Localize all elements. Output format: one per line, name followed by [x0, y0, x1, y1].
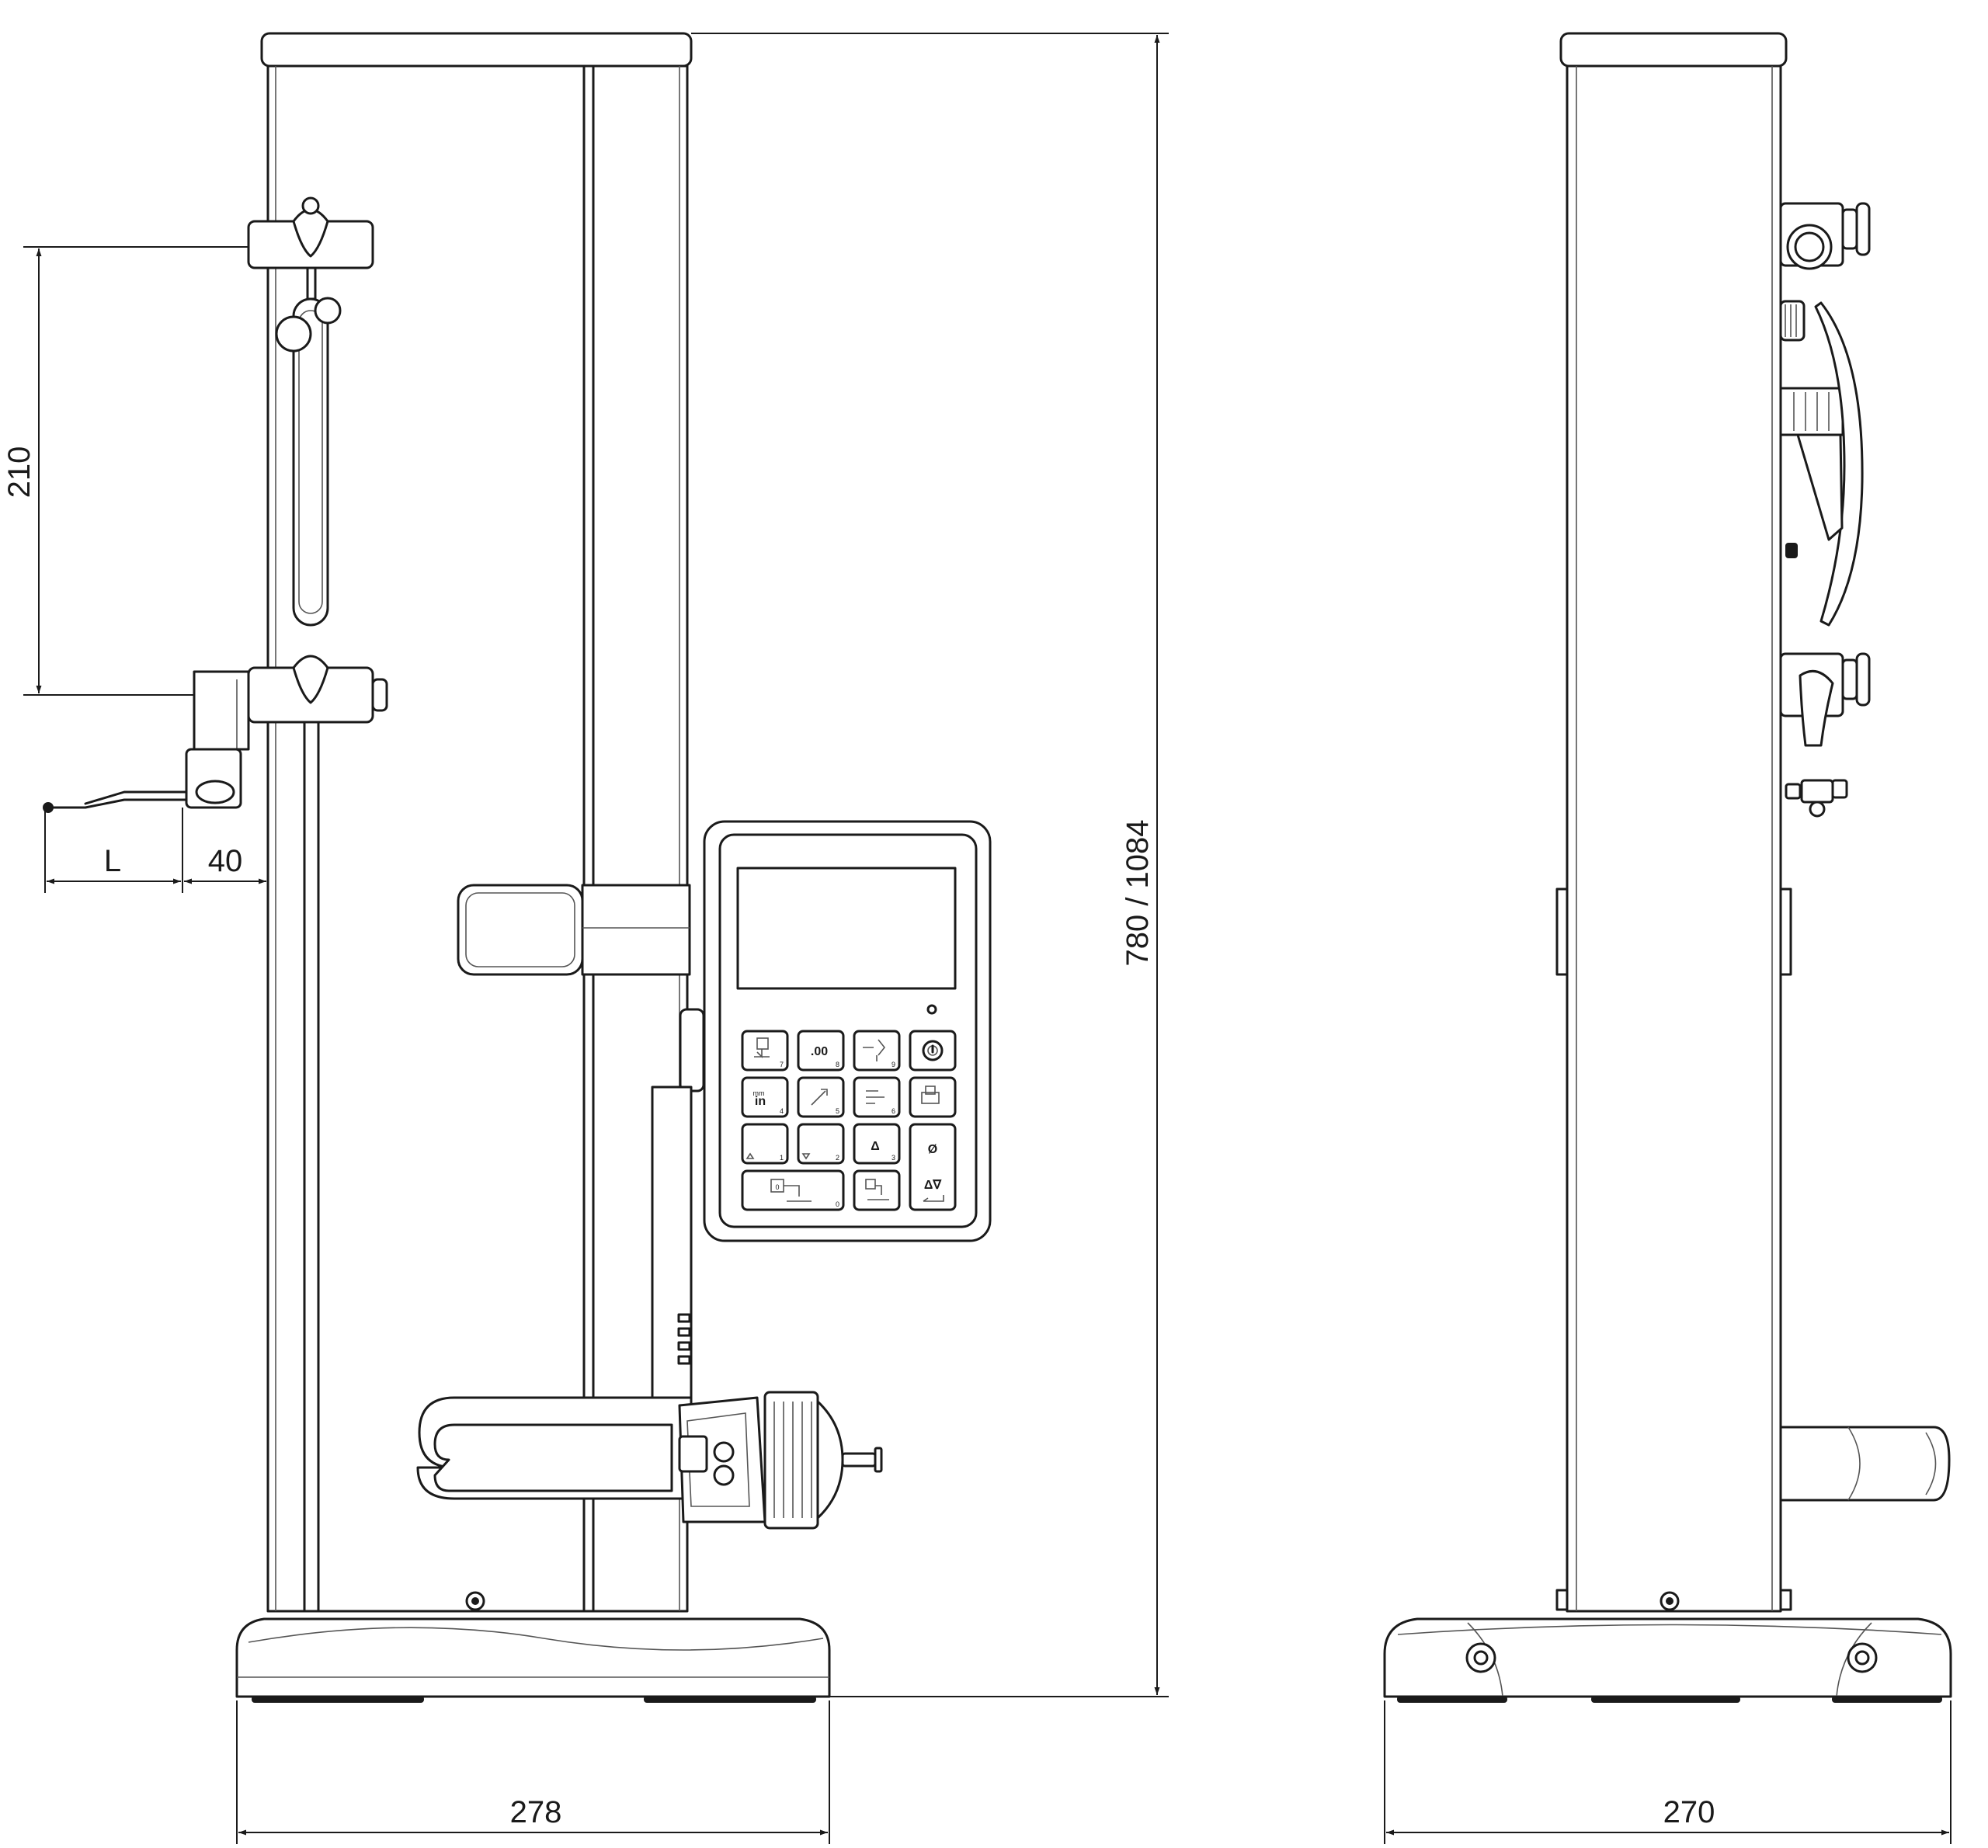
- delta-icon: Δ: [871, 1140, 880, 1153]
- lower-clamp: [193, 655, 388, 751]
- keypad-key-angle-icon[interactable]: 5: [797, 1076, 845, 1118]
- keypad-key-.00[interactable]: .00 8: [797, 1030, 845, 1072]
- dimension-height: 780 / 1084: [1121, 819, 1155, 966]
- preset-zero-icon: 0: [770, 1179, 812, 1202]
- side-upper-clamp: [1779, 202, 1871, 270]
- side-view: [1383, 32, 1952, 1703]
- side-fine-adjust: [1779, 1426, 1951, 1502]
- dimension-lines: 780 / 1084 210 L 40 278 270: [2, 33, 1952, 1844]
- svg-text:in: in: [755, 1095, 766, 1108]
- keypad-key-mm in[interactable]: mmin 4: [741, 1076, 789, 1118]
- key-number: 7: [780, 1061, 784, 1068]
- side-column: [1566, 64, 1782, 1613]
- dimension-width-front: 278: [510, 1795, 562, 1829]
- dimension-offset: 40: [208, 844, 243, 878]
- key-number: 0: [836, 1200, 839, 1208]
- svg-text:.00: .00: [811, 1045, 828, 1058]
- keypad-key-up-triangle-icon[interactable]: 1: [741, 1123, 789, 1165]
- key-number: 8: [836, 1061, 839, 1068]
- key-number: 5: [836, 1107, 839, 1115]
- status-led: [926, 1004, 937, 1015]
- key-number: 2: [836, 1154, 839, 1162]
- angle-icon: [811, 1089, 828, 1106]
- power-icon: [922, 1040, 944, 1061]
- front-base: [235, 1617, 831, 1698]
- display-arm: [457, 884, 705, 1399]
- side-lower-clamp: [1779, 652, 1871, 818]
- side-handle[interactable]: [1779, 300, 1864, 627]
- down-triangle-icon: [801, 1153, 811, 1160]
- stylus[interactable]: [43, 748, 242, 813]
- column-top-cap: [260, 32, 693, 68]
- keypad-key-delta-icon[interactable]: Δ3: [853, 1123, 901, 1165]
- key-number: 3: [891, 1154, 895, 1162]
- svg-text:0: 0: [775, 1183, 779, 1191]
- keypad-key-transfer-icon[interactable]: [853, 1169, 901, 1211]
- svg-text:Ø: Ø: [928, 1143, 937, 1156]
- svg-text:mm: mm: [753, 1089, 765, 1097]
- probe-icon: [863, 1039, 886, 1061]
- keypad-key-power-icon[interactable]: [909, 1030, 957, 1072]
- side-base: [1383, 1617, 1952, 1698]
- keypad-key-preset-zero-icon[interactable]: 00: [741, 1169, 845, 1211]
- keypad-key-diameter-icon[interactable]: Ø Δ∇: [909, 1123, 957, 1211]
- data-list-icon: [866, 1090, 885, 1104]
- svg-text:Δ: Δ: [871, 1140, 880, 1153]
- transfer-icon: [865, 1179, 889, 1200]
- keypad-key-probe-icon[interactable]: 9: [853, 1030, 901, 1072]
- diameter-icon: Ø Δ∇: [923, 1143, 944, 1202]
- upper-clamp: [247, 196, 374, 300]
- print-icon: [921, 1086, 940, 1104]
- key-number: 4: [780, 1107, 784, 1115]
- side-top-cap: [1559, 32, 1788, 68]
- key-number: 9: [891, 1061, 895, 1068]
- lcd-screen: [736, 867, 957, 990]
- dimension-width-side: 270: [1663, 1795, 1715, 1829]
- keypad-key-zero-reference-icon[interactable]: 7: [741, 1030, 789, 1072]
- dimension-stylus-range: 210: [2, 446, 36, 498]
- key-label: .00: [811, 1045, 828, 1058]
- column-body: [266, 64, 689, 1613]
- up-triangle-icon: [746, 1152, 755, 1159]
- key-number: 6: [891, 1107, 895, 1115]
- dimension-length: L: [104, 844, 121, 878]
- fine-adjust-knob[interactable]: [763, 1391, 819, 1530]
- keypad-key-data-list-icon[interactable]: 6: [853, 1076, 901, 1118]
- key-number: 1: [780, 1154, 784, 1162]
- zero-reference-icon: [754, 1037, 770, 1058]
- keypad-key-print-icon[interactable]: [909, 1076, 957, 1118]
- stylus-handle[interactable]: [275, 297, 342, 627]
- svg-text:Δ∇: Δ∇: [924, 1179, 943, 1192]
- fine-adjust-carriage: [416, 1391, 883, 1530]
- base-screw: [465, 1591, 485, 1611]
- keypad-key-down-triangle-icon[interactable]: 2: [797, 1123, 845, 1165]
